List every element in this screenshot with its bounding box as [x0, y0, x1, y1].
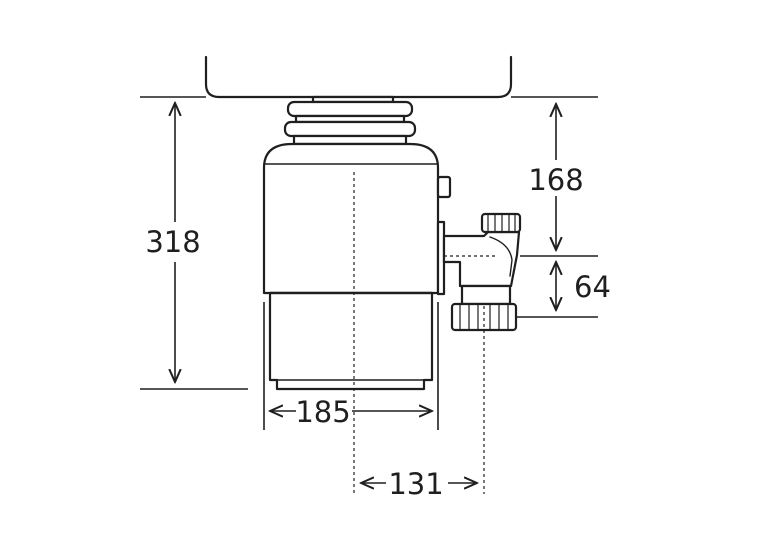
dim-label-height-total: 318 — [145, 225, 200, 259]
upper-body — [262, 142, 440, 295]
mounting-collar — [283, 95, 417, 146]
drain-outlet — [436, 212, 522, 332]
dim-label-body-width: 185 — [295, 395, 350, 429]
sink-bowl — [204, 55, 513, 99]
dim-label-outlet-drop: 64 — [574, 270, 611, 304]
dim-label-inlet-to-outlet: 168 — [528, 163, 583, 197]
lower-body — [268, 291, 434, 391]
reset-button — [436, 175, 452, 199]
dim-label-outlet-offset: 131 — [388, 467, 443, 501]
